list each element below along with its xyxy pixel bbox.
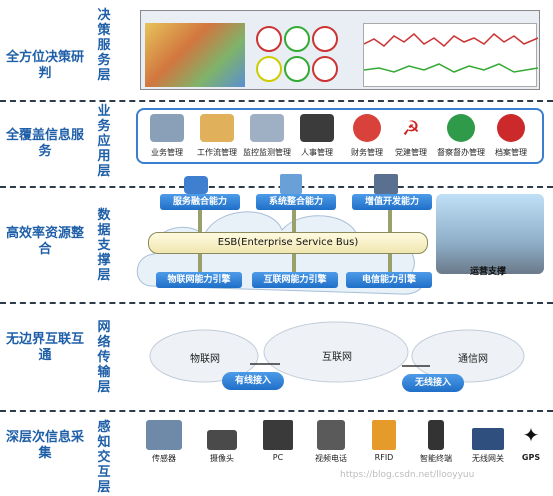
- video-phone-icon: [317, 420, 345, 450]
- app-label: 财务管理: [351, 148, 383, 157]
- dashboard-screenshot: [140, 10, 540, 90]
- business-icon: [150, 114, 184, 142]
- dashboard-line-chart: [363, 23, 539, 87]
- supervision-icon: [447, 114, 475, 142]
- app-item-hr[interactable]: 人事管理: [290, 114, 344, 158]
- cloud-label-iot: 物联网: [190, 354, 220, 365]
- device-sensor[interactable]: 传感器: [142, 420, 186, 464]
- layer-left-label-application: 全覆盖信息服务: [5, 128, 84, 159]
- app-item-finance[interactable]: 财务管理: [340, 114, 394, 158]
- cloud-label-internet: 互联网: [322, 352, 352, 363]
- engine-telecom[interactable]: 电信能力引擎: [346, 272, 432, 288]
- app-label: 档案管理: [495, 148, 527, 157]
- device-smart-terminal[interactable]: 智能终端: [412, 420, 460, 464]
- connector: [198, 254, 202, 272]
- layer-vert-label-data: 数据支撑层: [97, 208, 111, 283]
- connector: [198, 210, 202, 232]
- layer-divider: [0, 186, 553, 188]
- capability-system-integration[interactable]: 系统整合能力: [256, 194, 336, 210]
- rfid-icon: [372, 420, 396, 450]
- connector: [292, 210, 296, 232]
- device-wireless-gateway[interactable]: 无线网关: [466, 420, 510, 464]
- device-label: RFID: [374, 453, 394, 462]
- device-label: 视频电话: [315, 454, 347, 463]
- app-item-workflow[interactable]: 工作流管理: [190, 114, 244, 158]
- layer-vert-label-network: 网络传输层: [97, 320, 111, 395]
- watermark: https://blog.csdn.net/llooyyuu: [340, 470, 475, 480]
- cloud-label-telecom: 通信网: [458, 354, 488, 365]
- finance-icon: [353, 114, 381, 142]
- monitoring-icon: [250, 114, 284, 142]
- router-icon: [472, 428, 504, 450]
- screen-icon: [374, 174, 398, 194]
- pc-icon: [263, 420, 293, 450]
- device-gps[interactable]: ✦ GPS: [514, 420, 548, 462]
- satellite-icon: ✦: [522, 423, 540, 447]
- app-label: 监控监测管理: [243, 148, 291, 157]
- device-camera[interactable]: 摄像头: [200, 420, 244, 464]
- app-item-business[interactable]: 业务管理: [140, 114, 194, 158]
- device-rfid[interactable]: RFID: [364, 420, 404, 462]
- camera-icon: [207, 430, 237, 450]
- layer-divider: [0, 410, 553, 412]
- app-item-monitoring[interactable]: 监控监测管理: [240, 114, 294, 158]
- ops-label: 运营支撑: [470, 267, 507, 277]
- layer-vert-label-application: 业务应用层: [97, 104, 111, 179]
- app-item-archive[interactable]: 档案管理: [484, 114, 538, 158]
- device-label: PC: [272, 453, 284, 462]
- connector: [292, 254, 296, 272]
- device-label: 摄像头: [210, 454, 234, 463]
- app-label: 人事管理: [301, 148, 333, 157]
- layer-vert-label-decision: 决策服务层: [97, 8, 111, 83]
- app-label: 工作流管理: [197, 148, 237, 157]
- app-item-party[interactable]: ☭ 党建管理: [384, 114, 438, 158]
- device-label: 智能终端: [420, 454, 452, 463]
- database-icon: [184, 176, 208, 194]
- capability-value-added[interactable]: 增值开发能力: [352, 194, 432, 210]
- device-pc[interactable]: PC: [258, 420, 298, 462]
- dashboard-map: [145, 23, 245, 87]
- dashboard-gauges: [251, 23, 361, 87]
- archive-icon: [497, 114, 525, 142]
- ops-city-image: [436, 194, 544, 274]
- workflow-icon: [200, 114, 234, 142]
- layer-vert-label-perception: 感知交互层: [97, 420, 111, 495]
- layer-left-label-network: 无边界互联互通: [5, 332, 84, 363]
- app-label: 督察督办管理: [437, 148, 485, 157]
- app-label: 业务管理: [151, 148, 183, 157]
- connector: [388, 210, 392, 232]
- device-label: 无线网关: [472, 454, 504, 463]
- app-label: 党建管理: [395, 148, 427, 157]
- layer-divider: [0, 302, 553, 304]
- party-emblem-icon: ☭: [394, 114, 428, 142]
- esb-bus: ESB(Enterprise Service Bus): [148, 232, 428, 254]
- device-video-phone[interactable]: 视频电话: [306, 420, 356, 464]
- access-wired[interactable]: 有线接入: [222, 372, 284, 390]
- device-label: 传感器: [152, 454, 176, 463]
- capability-service-fusion[interactable]: 服务融合能力: [160, 194, 240, 210]
- app-item-supervision[interactable]: 督察督办管理: [434, 114, 488, 158]
- engine-iot[interactable]: 物联网能力引擎: [156, 272, 242, 288]
- sensor-icon: [146, 420, 182, 450]
- connector: [388, 254, 392, 272]
- network-clouds: [149, 321, 525, 383]
- engine-internet[interactable]: 互联网能力引擎: [252, 272, 338, 288]
- layer-divider: [0, 100, 553, 102]
- layer-left-label-data: 高效率资源整合: [5, 226, 84, 257]
- layer-left-label-perception: 深层次信息采集: [5, 430, 84, 461]
- layer-left-label-decision: 全方位决策研判: [5, 50, 84, 81]
- people-icon: [300, 114, 334, 142]
- server-icon: [280, 174, 302, 194]
- phone-icon: [428, 420, 444, 450]
- access-wireless[interactable]: 无线接入: [402, 374, 464, 392]
- device-label: GPS: [521, 453, 541, 462]
